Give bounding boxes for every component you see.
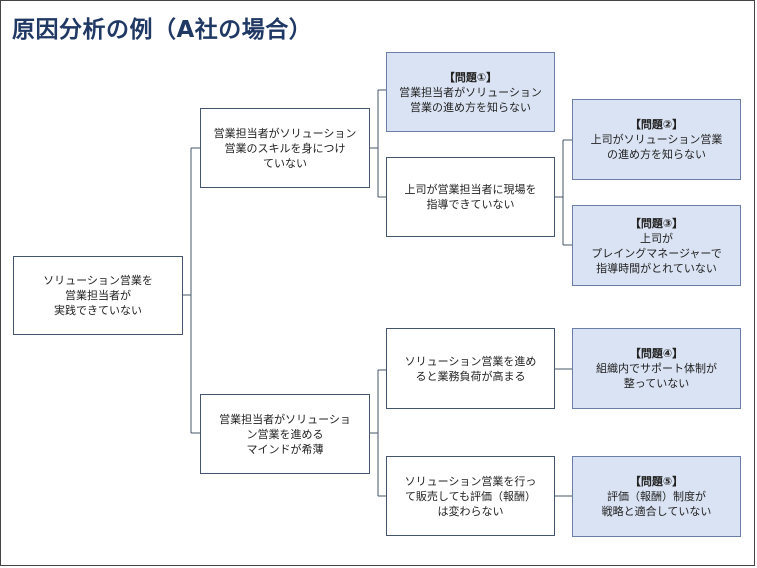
problem-header: 【問題⑤】 bbox=[629, 475, 684, 488]
problem-line: プレイングマネージャーで bbox=[591, 246, 722, 260]
cause-line: 営業のスキルを身につけ bbox=[224, 141, 346, 155]
root-line: 営業担当者が bbox=[65, 289, 131, 302]
problem-line: 整っていない bbox=[623, 377, 690, 390]
cause-box-mindset: 営業担当者がソリューショ ン営業を進める マインドが希薄 bbox=[200, 394, 370, 474]
root-box: ソリューション営業を 営業担当者が 実践できていない bbox=[13, 256, 183, 335]
problem-line: 組織内でサポート体制が bbox=[596, 362, 717, 375]
subcause-line: て販売しても評価（報酬） bbox=[404, 489, 537, 503]
cause-line: 営業担当者がソリューション bbox=[213, 126, 357, 140]
cause-line: マインドが希薄 bbox=[246, 442, 324, 456]
subcause-line: は変わらない bbox=[437, 504, 504, 518]
problem-line: 営業担当者がソリューション bbox=[399, 85, 542, 99]
subcause-line: ると業務負荷が高まる bbox=[415, 369, 526, 383]
subcause-box-evaluation: ソリューション営業を行っ て販売しても評価（報酬） は変わらない bbox=[386, 456, 555, 536]
problem-box-2: 【問題②】 上司がソリューション営業 の進め方を知らない bbox=[572, 99, 741, 180]
problem-line: 指導時間がとれていない bbox=[596, 261, 717, 275]
cause-line: ン営業を進める bbox=[246, 427, 324, 441]
subcause-line: 上司が営業担当者に現場を bbox=[404, 183, 537, 196]
problem-line: 評価（報酬）制度が bbox=[607, 490, 706, 503]
subcause-box-workload: ソリューション営業を進め ると業務負荷が高まる bbox=[386, 328, 555, 409]
problem-header: 【問題①】 bbox=[443, 70, 498, 84]
problem-line: 上司が bbox=[640, 231, 673, 245]
cause-box-skill: 営業担当者がソリューション 営業のスキルを身につけ ていない bbox=[200, 108, 370, 188]
problem-box-4: 【問題④】 組織内でサポート体制が 整っていない bbox=[572, 328, 741, 409]
problem-line: の進め方を知らない bbox=[607, 148, 706, 161]
problem-header: 【問題④】 bbox=[629, 347, 684, 360]
problem-box-3: 【問題③】 上司が プレイングマネージャーで 指導時間がとれていない bbox=[572, 205, 741, 286]
subcause-box-supervisor: 上司が営業担当者に現場を 指導できていない bbox=[386, 157, 555, 237]
problem-box-1: 【問題①】 営業担当者がソリューション 営業の進め方を知らない bbox=[386, 52, 555, 132]
problem-line: 上司がソリューション営業 bbox=[590, 133, 723, 146]
root-line: ソリューション営業を bbox=[43, 274, 153, 287]
problem-line: 戦略と適合していない bbox=[601, 505, 712, 518]
cause-line: ていない bbox=[263, 156, 307, 170]
problem-line: 営業の進め方を知らない bbox=[410, 100, 531, 114]
problem-header: 【問題③】 bbox=[629, 216, 684, 230]
problem-box-5: 【問題⑤】 評価（報酬）制度が 戦略と適合していない bbox=[572, 456, 741, 537]
subcause-line: ソリューション営業を進め bbox=[404, 354, 537, 368]
cause-line: 営業担当者がソリューショ bbox=[219, 412, 351, 426]
subcause-line: 指導できていない bbox=[426, 198, 515, 211]
root-line: 実践できていない bbox=[54, 304, 142, 317]
subcause-line: ソリューション営業を行っ bbox=[404, 474, 537, 488]
page-title: 原因分析の例（A社の場合） bbox=[12, 17, 313, 43]
problem-header: 【問題②】 bbox=[629, 118, 684, 131]
